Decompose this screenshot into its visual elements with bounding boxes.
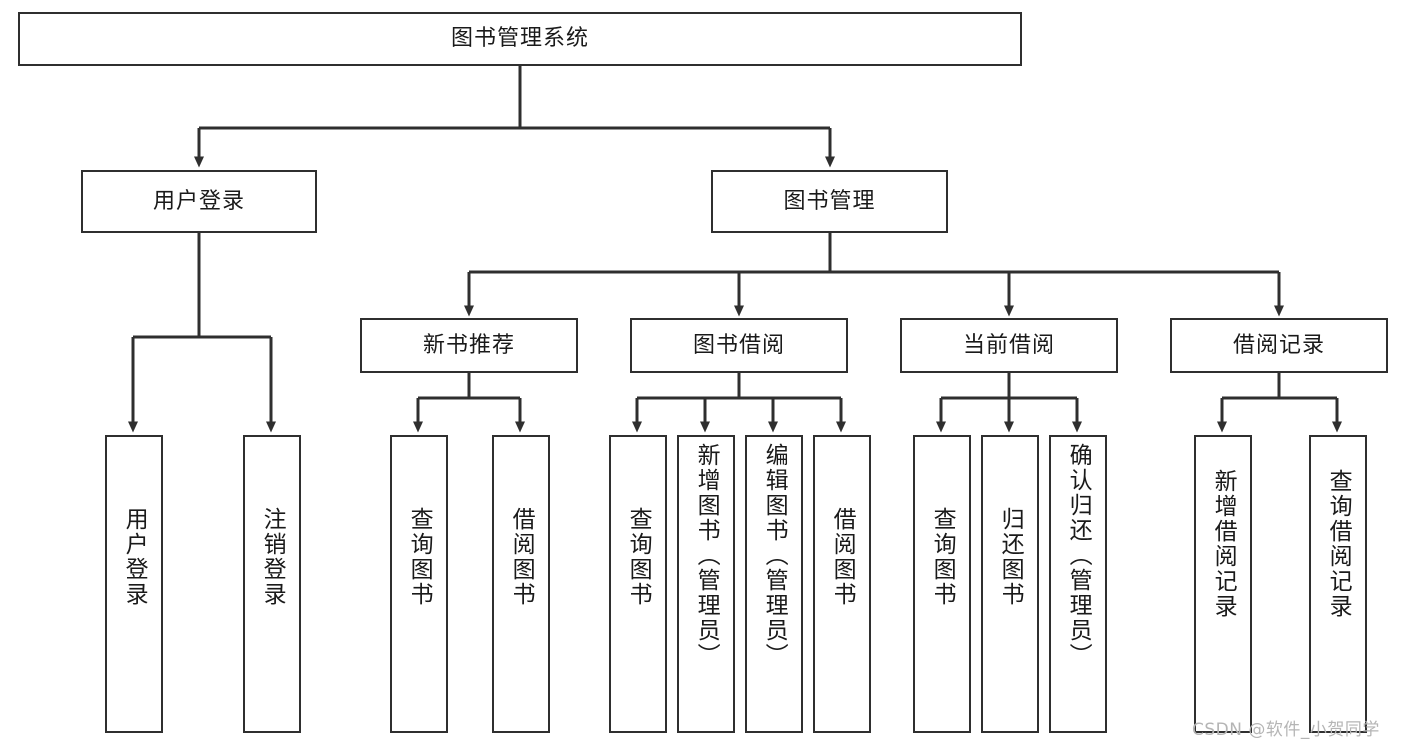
leaf-borrow-query-book-label: 查询图书 (625, 507, 652, 607)
leaf-borrow-add-book-admin-label: 新增图书（管理员） (693, 443, 720, 668)
leaf-current-query-book-label: 查询图书 (929, 507, 956, 607)
leaf-current-return-book-label: 归还图书 (997, 507, 1024, 607)
leaf-current-confirm-return-admin-label: 确认归还（管理员） (1065, 443, 1092, 668)
leaf-recommend-borrow-book-label: 借阅图书 (508, 507, 535, 607)
leaf-borrow-borrow-book[interactable]: 借阅图书 (813, 435, 871, 733)
leaf-borrow-edit-book-admin[interactable]: 编辑图书（管理员） (745, 435, 803, 733)
node-borrow-record[interactable]: 借阅记录 (1170, 318, 1388, 373)
node-new-book-recommend-label: 新书推荐 (422, 332, 515, 358)
leaf-current-query-book[interactable]: 查询图书 (913, 435, 971, 733)
node-user-login[interactable]: 用户登录 (81, 170, 317, 233)
leaf-record-add-record-label: 新增借阅记录 (1210, 469, 1237, 619)
node-book-management-label: 图书管理 (783, 188, 876, 214)
leaf-user-login-logout-label: 注销登录 (259, 507, 286, 607)
csdn-watermark: CSDN @软件_小贺同学 (1192, 720, 1380, 740)
leaf-user-login-login[interactable]: 用户登录 (105, 435, 163, 733)
leaf-recommend-query-book[interactable]: 查询图书 (390, 435, 448, 733)
leaf-record-query-record[interactable]: 查询借阅记录 (1309, 435, 1367, 733)
node-current-borrow[interactable]: 当前借阅 (900, 318, 1118, 373)
node-current-borrow-label: 当前借阅 (962, 332, 1055, 358)
node-book-borrow-label: 图书借阅 (692, 332, 785, 358)
leaf-record-add-record[interactable]: 新增借阅记录 (1194, 435, 1252, 733)
leaf-record-query-record-label: 查询借阅记录 (1325, 469, 1352, 619)
node-book-management[interactable]: 图书管理 (711, 170, 948, 233)
node-user-login-label: 用户登录 (152, 188, 245, 214)
leaf-user-login-logout[interactable]: 注销登录 (243, 435, 301, 733)
leaf-borrow-edit-book-admin-label: 编辑图书（管理员） (761, 443, 788, 668)
leaf-borrow-query-book[interactable]: 查询图书 (609, 435, 667, 733)
leaf-user-login-login-label: 用户登录 (121, 507, 148, 607)
leaf-borrow-borrow-book-label: 借阅图书 (829, 507, 856, 607)
node-root[interactable]: 图书管理系统 (18, 12, 1022, 66)
leaf-recommend-query-book-label: 查询图书 (406, 507, 433, 607)
node-new-book-recommend[interactable]: 新书推荐 (360, 318, 578, 373)
node-borrow-record-label: 借阅记录 (1232, 332, 1325, 358)
leaf-current-confirm-return-admin[interactable]: 确认归还（管理员） (1049, 435, 1107, 733)
leaf-recommend-borrow-book[interactable]: 借阅图书 (492, 435, 550, 733)
leaf-borrow-add-book-admin[interactable]: 新增图书（管理员） (677, 435, 735, 733)
leaf-current-return-book[interactable]: 归还图书 (981, 435, 1039, 733)
node-root-label: 图书管理系统 (450, 26, 589, 52)
node-book-borrow[interactable]: 图书借阅 (630, 318, 848, 373)
